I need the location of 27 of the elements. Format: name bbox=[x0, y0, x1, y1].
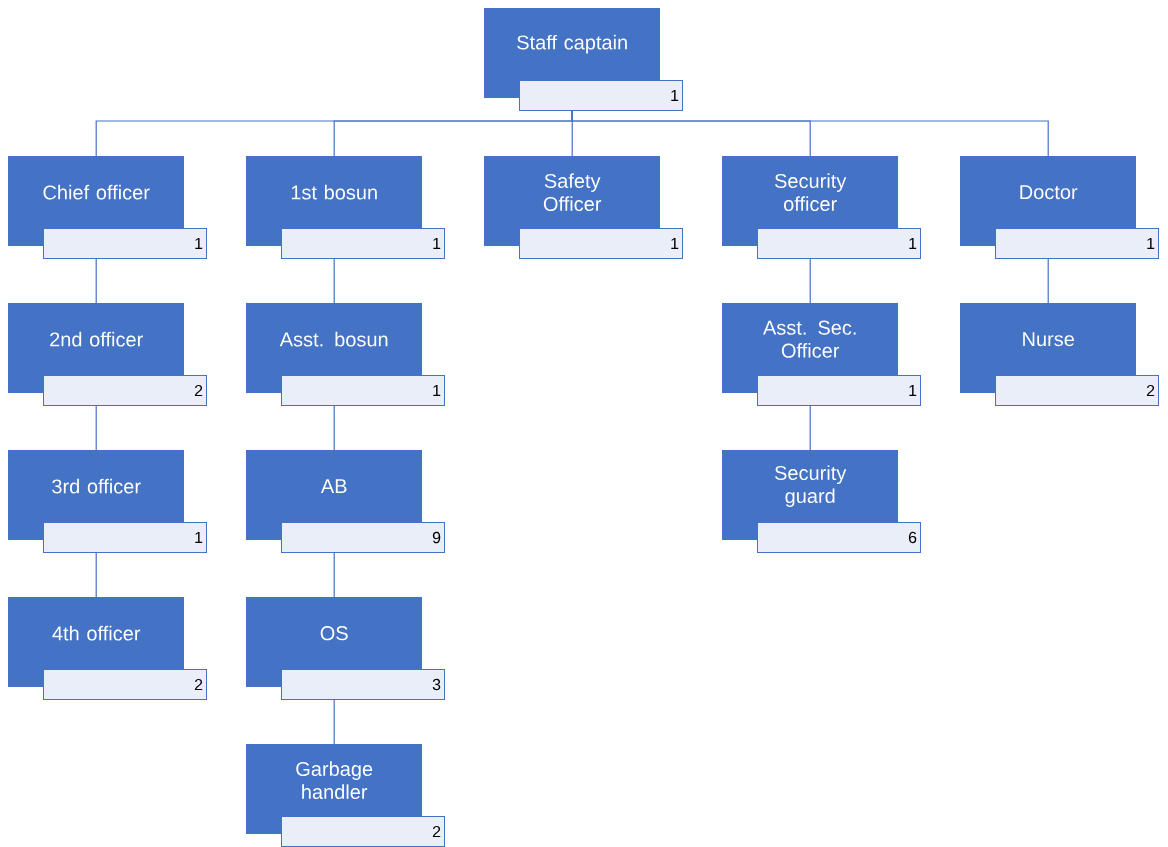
connector bbox=[333, 405, 335, 451]
count-box: 1 bbox=[281, 375, 445, 406]
count-box: 1 bbox=[43, 522, 207, 553]
count-box: 6 bbox=[757, 522, 921, 553]
count-box: 2 bbox=[995, 375, 1159, 406]
connector bbox=[571, 110, 1049, 157]
connector bbox=[95, 405, 97, 451]
count-box: 1 bbox=[519, 80, 683, 111]
count-box: 2 bbox=[43, 669, 207, 700]
connector bbox=[95, 552, 97, 598]
count-box: 9 bbox=[281, 522, 445, 553]
connector bbox=[809, 405, 811, 451]
count-box: 2 bbox=[43, 375, 207, 406]
count-box: 1 bbox=[281, 228, 445, 259]
connector bbox=[95, 258, 97, 304]
count-box: 1 bbox=[757, 228, 921, 259]
connector bbox=[333, 699, 335, 745]
connector bbox=[809, 258, 811, 304]
count-box: 2 bbox=[281, 816, 445, 847]
count-box: 1 bbox=[995, 228, 1159, 259]
connector bbox=[1047, 258, 1049, 304]
count-box: 3 bbox=[281, 669, 445, 700]
connector bbox=[333, 552, 335, 598]
count-box: 1 bbox=[43, 228, 207, 259]
connector bbox=[333, 258, 335, 304]
count-box: 1 bbox=[757, 375, 921, 406]
count-box: 1 bbox=[519, 228, 683, 259]
